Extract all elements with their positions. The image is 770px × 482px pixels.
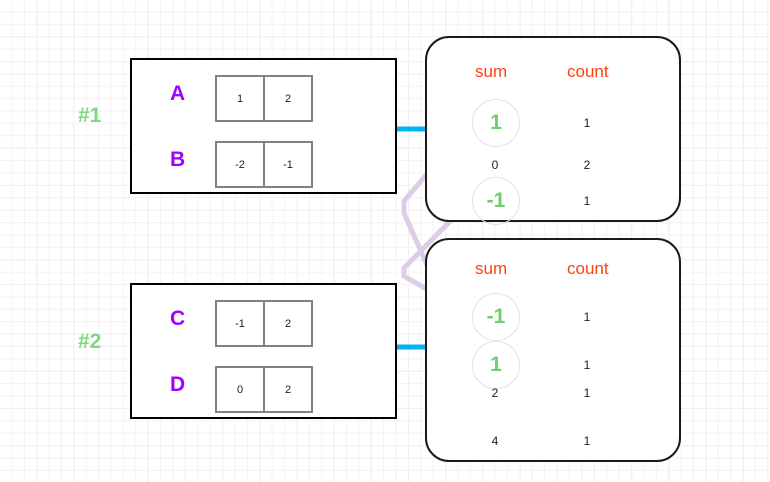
- cell-a-1: 2: [263, 75, 313, 122]
- group-tag-1: #1: [78, 104, 102, 127]
- panel-2-header-count: count: [567, 259, 609, 278]
- panel-1-sum-0: 1: [472, 99, 520, 147]
- panel-1-count-2: 1: [583, 194, 591, 208]
- cell-pair-b: -2 -1: [215, 141, 313, 188]
- panel-2-count-2: 1: [583, 386, 591, 400]
- panel-2-count-0: 1: [583, 310, 591, 324]
- panel-2-count-1: 1: [583, 358, 591, 372]
- group-tag-2: #2: [78, 330, 102, 353]
- cell-pair-a: 1 2: [215, 75, 313, 122]
- cell-b-1: -1: [263, 141, 313, 188]
- panel-1-sum-2: -1: [472, 177, 520, 225]
- cell-d-0: 0: [215, 366, 265, 413]
- row-label-c: C: [170, 307, 186, 330]
- row-label-a: A: [170, 82, 186, 105]
- aggregate-panel-1: sum count 1 1 0 2 -1 1: [425, 36, 681, 225]
- group-box-1: A 1 2 B -2 -1: [130, 58, 397, 194]
- cell-b-0: -2: [215, 141, 265, 188]
- cell-c-1: 2: [263, 300, 313, 347]
- cell-c-0: -1: [215, 300, 265, 347]
- row-label-d: D: [170, 373, 186, 396]
- cell-pair-d: 0 2: [215, 366, 313, 413]
- group-box-2: C -1 2 D 0 2: [130, 283, 397, 419]
- panel-2-sum-0: -1: [472, 293, 520, 341]
- panel-2-header-sum: sum: [475, 259, 508, 278]
- panel-2-sum-3: 4: [491, 434, 499, 448]
- panel-1-sum-1: 0: [491, 158, 499, 172]
- panel-1-count-0: 1: [583, 116, 591, 130]
- row-label-b: B: [170, 148, 186, 171]
- panel-1-header-sum: sum: [475, 62, 508, 81]
- cell-a-0: 1: [215, 75, 265, 122]
- panel-1-count-1: 2: [583, 158, 591, 172]
- cell-pair-c: -1 2: [215, 300, 313, 347]
- cell-d-1: 2: [263, 366, 313, 413]
- panel-2-sum-2: 2: [491, 386, 499, 400]
- panel-2-sum-1: 1: [472, 341, 520, 389]
- aggregate-panel-2: sum count -1 1 1 1 2 1 4 1: [425, 238, 681, 462]
- panel-2-count-3: 1: [583, 434, 591, 448]
- panel-1-header-count: count: [567, 62, 609, 81]
